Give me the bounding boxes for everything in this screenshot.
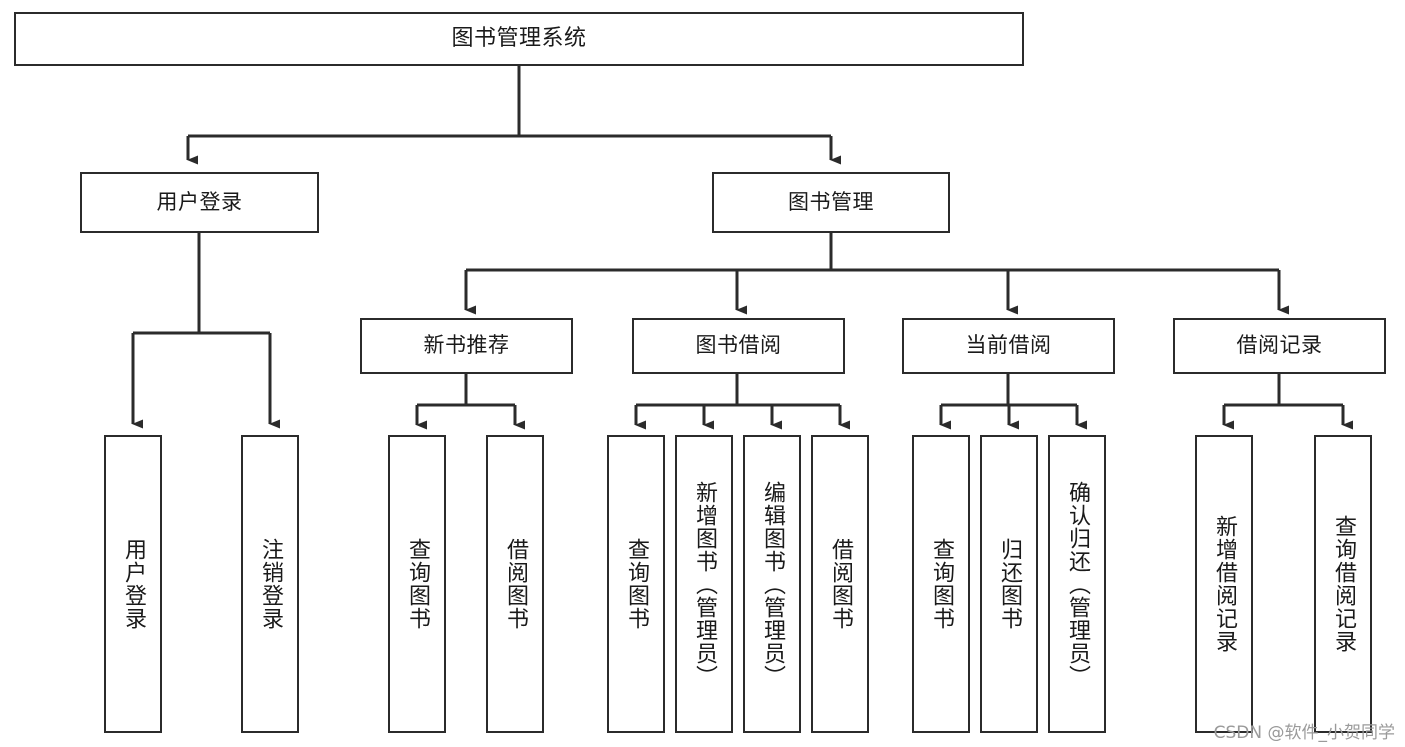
node-label: 借阅图书: [502, 538, 528, 630]
node-leaf-logout-login[interactable]: 注销登录: [241, 435, 299, 733]
node-leaf-edit-book[interactable]: 编辑图书（管理员）: [743, 435, 801, 733]
node-label: 当前借阅: [965, 333, 1052, 358]
node-new-book-recommend[interactable]: 新书推荐: [360, 318, 573, 374]
node-label: 用户登录: [120, 538, 146, 630]
node-book-borrow[interactable]: 图书借阅: [632, 318, 845, 374]
node-leaf-query-book-recommend[interactable]: 查询图书: [388, 435, 446, 733]
node-leaf-add-borrow-record[interactable]: 新增借阅记录: [1195, 435, 1253, 733]
node-leaf-add-book[interactable]: 新增图书（管理员）: [675, 435, 733, 733]
node-label: 查询借阅记录: [1330, 515, 1356, 653]
node-label: 借阅图书: [827, 538, 853, 630]
node-label: 新增借阅记录: [1211, 515, 1237, 653]
node-label: 注销登录: [257, 538, 283, 630]
node-label: 图书借阅: [695, 333, 782, 358]
node-current-borrow[interactable]: 当前借阅: [902, 318, 1115, 374]
node-root-book-management-system[interactable]: 图书管理系统: [14, 12, 1024, 66]
node-leaf-query-borrow-record[interactable]: 查询借阅记录: [1314, 435, 1372, 733]
node-label: 用户登录: [156, 189, 243, 214]
node-book-management[interactable]: 图书管理: [712, 172, 950, 233]
node-label: 新增图书（管理员）: [691, 480, 717, 688]
node-label: 归还图书: [996, 538, 1022, 630]
node-leaf-query-book-borrow[interactable]: 查询图书: [607, 435, 665, 733]
node-leaf-return-book[interactable]: 归还图书: [980, 435, 1038, 733]
node-label: 编辑图书（管理员）: [759, 480, 785, 688]
node-leaf-query-book-current[interactable]: 查询图书: [912, 435, 970, 733]
node-leaf-user-login[interactable]: 用户登录: [104, 435, 162, 733]
node-user-login[interactable]: 用户登录: [80, 172, 319, 233]
node-borrow-record[interactable]: 借阅记录: [1173, 318, 1386, 374]
node-label: 确认归还（管理员）: [1064, 480, 1090, 688]
node-label: 新书推荐: [423, 333, 510, 358]
node-leaf-borrow-book[interactable]: 借阅图书: [811, 435, 869, 733]
node-label: 图书管理系统: [451, 25, 587, 51]
node-label: 查询图书: [404, 538, 430, 630]
node-leaf-borrow-book-recommend[interactable]: 借阅图书: [486, 435, 544, 733]
node-label: 查询图书: [928, 538, 954, 630]
node-label: 图书管理: [788, 189, 874, 214]
csdn-watermark: CSDN @软件_小贺同学: [1213, 723, 1395, 743]
node-leaf-confirm-return[interactable]: 确认归还（管理员）: [1048, 435, 1106, 733]
node-label: 借阅记录: [1236, 333, 1323, 358]
node-label: 查询图书: [623, 538, 649, 630]
